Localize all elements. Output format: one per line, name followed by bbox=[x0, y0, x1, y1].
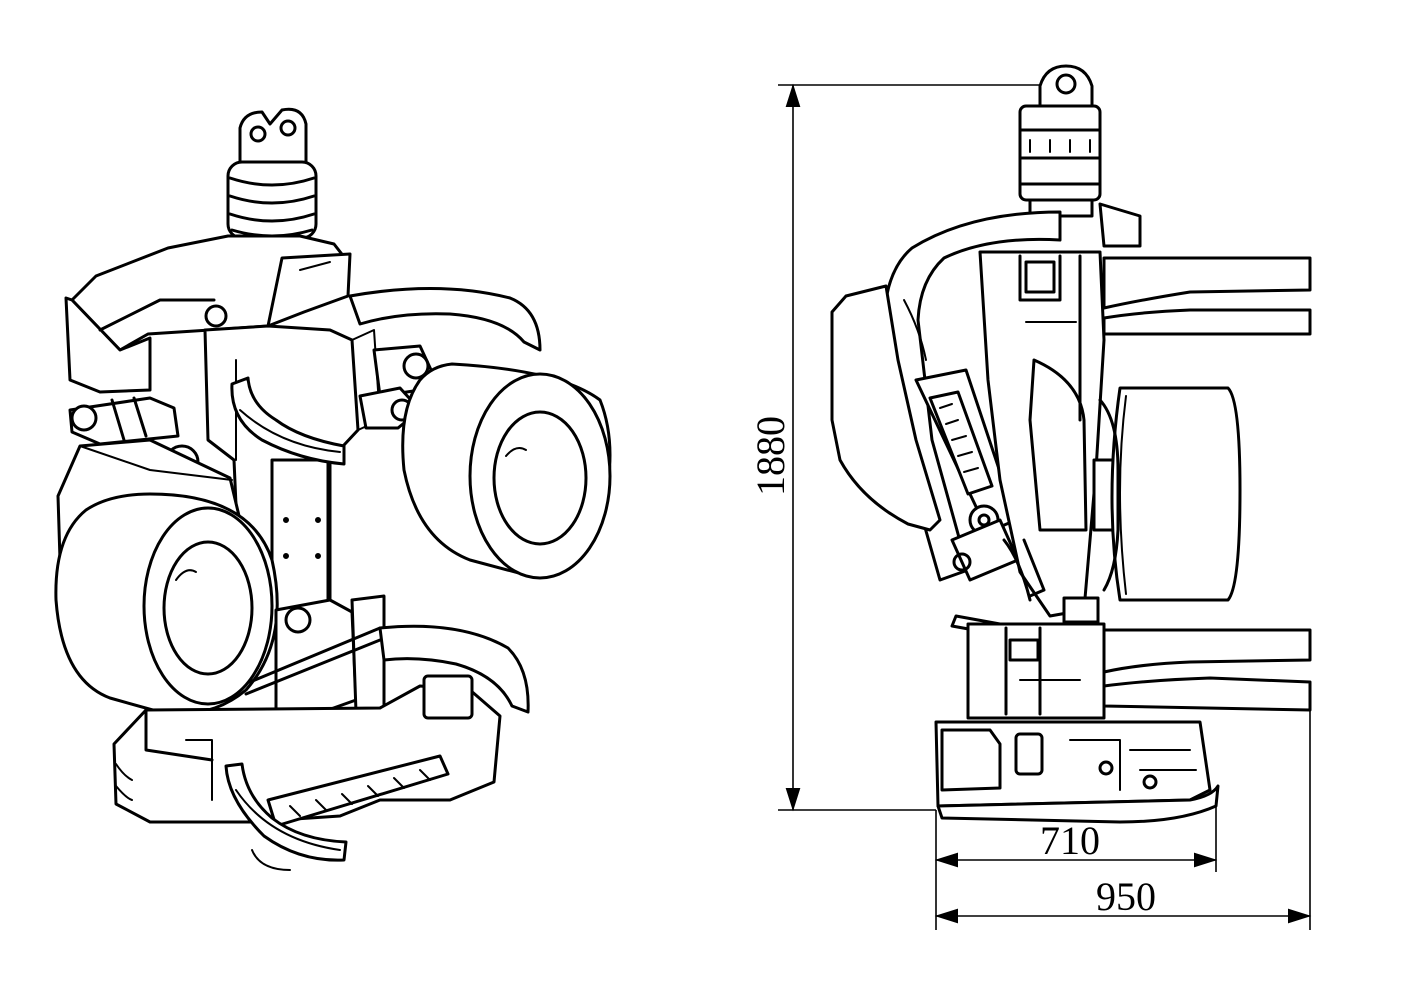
side-upper-knife-blades-icon bbox=[1102, 256, 1312, 336]
bottom-delimbing-knife-icon bbox=[224, 762, 348, 871]
arrow-right-icon bbox=[1194, 852, 1218, 868]
arrow-left-icon bbox=[934, 908, 958, 924]
side-lower-body-icon bbox=[966, 596, 1106, 720]
lower-frame-icon bbox=[244, 594, 386, 722]
saw-bar-icon bbox=[266, 754, 450, 828]
inner-width-dimension: 710 bbox=[934, 800, 1218, 930]
right-feed-roller-icon bbox=[401, 362, 612, 580]
arrow-left-icon bbox=[934, 852, 958, 868]
side-feed-motor-housing-icon bbox=[830, 284, 942, 532]
side-feed-roller-icon bbox=[1098, 386, 1242, 602]
side-view bbox=[830, 64, 1312, 824]
side-saw-box-icon bbox=[934, 720, 1212, 808]
side-rotator-icon bbox=[1018, 104, 1102, 218]
upper-frame-icon bbox=[64, 234, 352, 394]
lower-right-delimbing-knife-icon bbox=[378, 624, 530, 714]
outer-width-dimension: 950 bbox=[934, 710, 1312, 930]
height-dimension: 1880 bbox=[748, 83, 1040, 812]
mid-delimbing-knife-icon bbox=[230, 376, 346, 466]
upper-right-delimbing-knife-icon bbox=[348, 286, 542, 352]
side-top-eye-icon bbox=[1038, 64, 1094, 108]
side-top-knife-bracket-icon bbox=[1098, 202, 1142, 248]
left-feed-roller-icon bbox=[54, 492, 279, 716]
arrow-down-icon bbox=[785, 788, 801, 812]
inner-width-dimension-label: 710 bbox=[1040, 818, 1100, 863]
outer-width-dimension-label: 950 bbox=[1096, 874, 1156, 919]
height-dimension-label: 1880 bbox=[748, 416, 793, 496]
side-lower-link-icon bbox=[950, 518, 1020, 636]
perspective-view bbox=[54, 107, 612, 871]
arrow-up-icon bbox=[785, 83, 801, 107]
side-feed-arm-icon bbox=[914, 368, 1018, 536]
side-lower-knife-blades-icon bbox=[1102, 628, 1312, 712]
arrow-right-icon bbox=[1288, 908, 1312, 924]
top-clevis-icon bbox=[238, 107, 308, 170]
rotator-icon bbox=[226, 160, 318, 240]
